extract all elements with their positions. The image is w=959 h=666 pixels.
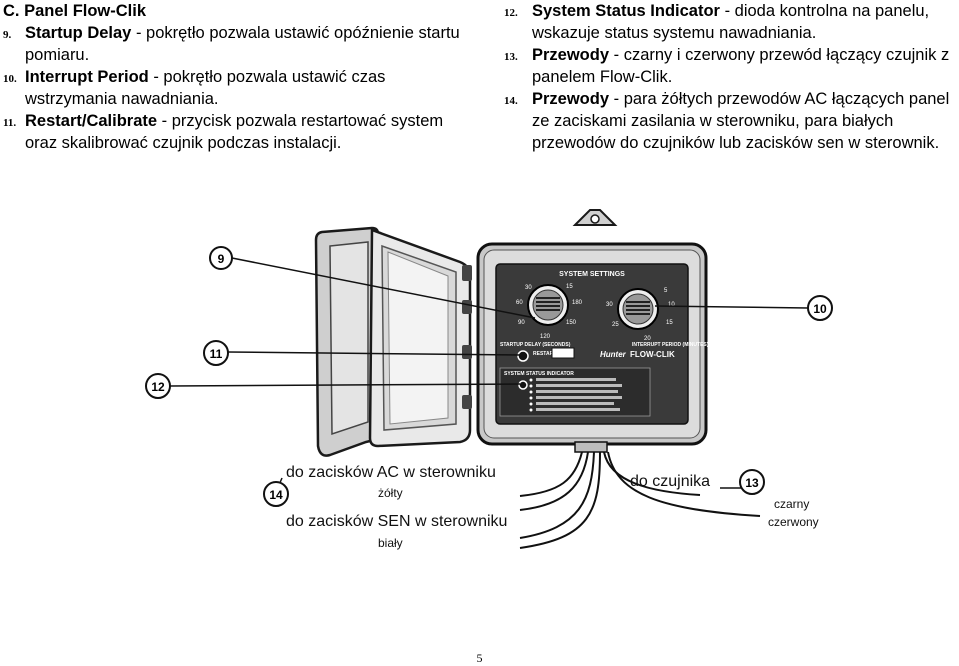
yellow-wire-label: żółty — [378, 486, 403, 500]
item-number: 11. — [3, 117, 17, 129]
item-desc: - pokrętło pozwala ustawić czas wstrzyma… — [25, 68, 386, 108]
callout-number: 12 — [151, 380, 165, 394]
item-desc: - para żółtych przewodów AC łączących pa… — [532, 90, 950, 152]
startup-delay-dial: 30 60 90 120 150 180 15 — [516, 284, 583, 340]
left-column: C. Panel Flow-Clik 9. Startup Delay - pok… — [0, 0, 470, 154]
dial-tick: 10 — [668, 302, 675, 308]
item-term: System Status Indicator — [532, 2, 720, 20]
callout-number: 13 — [745, 476, 759, 490]
dial-tick: 60 — [516, 300, 523, 306]
item-term: Startup Delay — [25, 24, 132, 42]
list-item: 13. Przewody - czarny i czerwony przewód … — [504, 44, 959, 88]
callout-number: 9 — [218, 252, 225, 266]
panel-enclosure: SYSTEM SETTINGS 30 60 90 120 150 180 15 — [476, 209, 709, 453]
right-column: 12. System Status Indicator - dioda kontr… — [504, 0, 959, 154]
dial-tick: 150 — [566, 320, 577, 326]
item-term: Przewody — [532, 90, 610, 108]
list-item: 11. Restart/Calibrate - przycisk pozwala … — [0, 110, 470, 154]
interrupt-period-label: INTERRUPT PERIOD (MINUTES) — [632, 342, 709, 348]
model-label: FLOW-CLIK — [630, 350, 675, 359]
callout-number: 14 — [269, 488, 283, 502]
callout-12: 12 — [145, 373, 171, 399]
callout-leaders — [169, 257, 809, 493]
callout-13: 13 — [739, 469, 765, 495]
item-number: 12. — [504, 7, 518, 19]
list-item: 10. Interrupt Period - pokrętło pozwala u… — [0, 66, 470, 110]
callout-10: 10 — [807, 295, 833, 321]
red-wire-label: czerwony — [768, 515, 819, 529]
system-settings-label: SYSTEM SETTINGS — [559, 271, 625, 278]
callout-9: 9 — [209, 246, 233, 270]
item-desc: - dioda kontrolna na panelu, wskazuje st… — [532, 2, 930, 42]
black-wire-label: czarny — [774, 497, 809, 511]
startup-delay-label: STARTUP DELAY (SECONDS) — [500, 342, 571, 348]
status-led — [518, 380, 528, 390]
to-sensor-label: do czujnika — [630, 473, 710, 490]
white-wire-label: biały — [378, 536, 403, 550]
item-desc: - przycisk pozwala restartować system or… — [25, 112, 444, 152]
item-term: Interrupt Period — [25, 68, 149, 86]
wire-labels: do zacisków AC w sterowniku żółty do zac… — [286, 464, 819, 550]
dial-tick: 180 — [572, 300, 583, 306]
wire-bundle — [519, 451, 761, 549]
item-number: 14. — [504, 95, 518, 107]
list-item: 12. System Status Indicator - dioda kontr… — [504, 0, 959, 44]
page-number: 5 — [476, 651, 483, 665]
callout-number: 11 — [210, 347, 223, 361]
interrupt-period-dial: 5 10 15 20 25 30 — [606, 288, 675, 342]
dial-tick: 90 — [518, 320, 525, 326]
ac-terminals-label: do zacisków AC w sterowniku — [286, 464, 496, 481]
dial-tick: 120 — [540, 334, 551, 340]
item-term: Restart/Calibrate — [25, 112, 158, 130]
item-desc: - pokrętło pozwala ustawić opóźnienie st… — [25, 24, 460, 64]
brand-label: Hunter — [600, 350, 627, 359]
item-number: 13. — [504, 51, 518, 63]
dial-tick: 30 — [525, 285, 532, 291]
section-heading: C. Panel Flow-Clik — [3, 2, 147, 20]
dial-tick: 30 — [606, 302, 613, 308]
dial-tick: 15 — [666, 320, 673, 326]
panel-cover — [314, 226, 472, 457]
list-item: 9. Startup Delay - pokrętło pozwala ustaw… — [0, 22, 470, 66]
item-desc: - czarny i czerwony przewód łączący czuj… — [532, 46, 950, 86]
restart-button — [517, 350, 529, 362]
callout-number: 10 — [813, 302, 827, 316]
callout-11: 11 — [203, 340, 229, 366]
dial-tick: 15 — [566, 284, 573, 290]
restart-label: RESTART — [533, 351, 556, 357]
dial-tick: 25 — [612, 322, 619, 328]
list-item: 14. Przewody - para żółtych przewodów AC … — [504, 88, 959, 154]
dial-tick: 5 — [664, 288, 668, 294]
status-indicator-label: SYSTEM STATUS INDICATOR — [504, 371, 574, 377]
sen-terminals-label: do zacisków SEN w sterowniku — [286, 513, 507, 530]
flow-clik-panel-figure: SYSTEM SETTINGS 30 60 90 120 150 180 15 — [145, 209, 833, 550]
callout-14: 14 — [263, 481, 289, 507]
item-term: Przewody — [532, 46, 610, 64]
item-number: 10. — [3, 73, 17, 85]
item-number: 9. — [3, 29, 12, 41]
dial-tick: 20 — [644, 336, 651, 342]
